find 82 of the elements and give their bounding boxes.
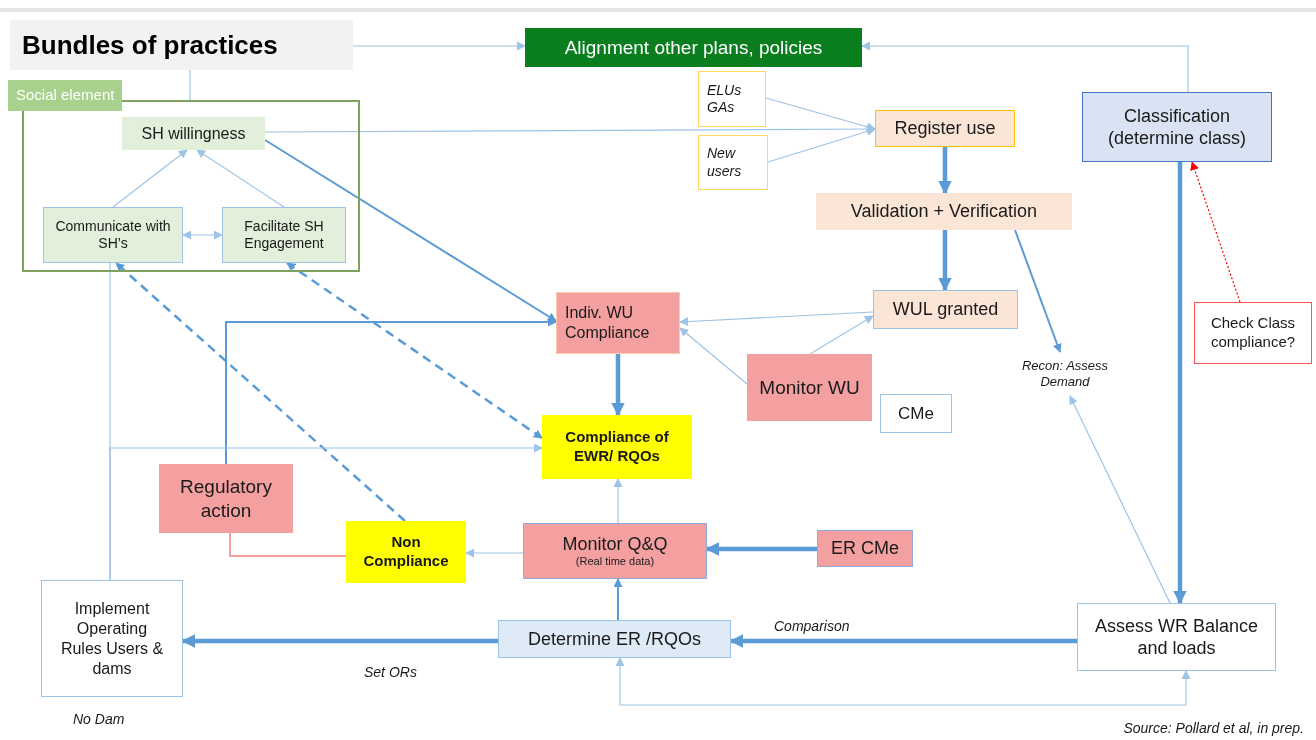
node-label: Classification (determine class)	[1106, 104, 1247, 150]
process-box	[873, 290, 1018, 329]
status-box	[346, 521, 466, 583]
node-label: New users	[707, 145, 743, 180]
process-box	[747, 354, 872, 421]
arrow	[286, 261, 543, 440]
node-label: Non Compliance	[362, 533, 450, 571]
process-box	[41, 580, 183, 697]
node-label: Communicate with SH’s	[54, 217, 172, 253]
node-note: (Real time data)	[575, 555, 655, 570]
source-note: Source: Pollard et al, in prep.	[1123, 719, 1304, 738]
node-label: CMe	[898, 402, 934, 425]
connector-line	[229, 532, 347, 557]
process-box	[525, 28, 862, 67]
process-box	[122, 117, 265, 150]
process-box	[875, 110, 1015, 147]
arrow	[465, 548, 524, 558]
arrow	[225, 317, 557, 465]
arrow	[352, 41, 526, 51]
title-box	[10, 20, 353, 70]
arrow	[109, 443, 543, 581]
process-box	[816, 193, 1072, 230]
process-box	[880, 394, 952, 433]
node-label: Facilitate SH Engagement	[243, 217, 325, 253]
input-box	[698, 135, 768, 190]
process-box	[222, 207, 346, 263]
status-box	[542, 415, 692, 479]
arrow	[115, 262, 406, 522]
arrow	[1014, 229, 1062, 353]
node-label: SH willingness	[141, 123, 246, 144]
arrow	[809, 315, 874, 355]
arrow	[112, 149, 188, 208]
node-label: Recon: Assess Demand	[1020, 357, 1110, 391]
node-label: Monitor WU	[759, 375, 860, 400]
node-label: Regulatory action	[179, 474, 273, 523]
input-box	[698, 71, 766, 127]
decision-box	[1194, 302, 1312, 364]
process-box	[817, 530, 913, 567]
arrow	[861, 41, 1189, 93]
arrow	[264, 139, 557, 322]
node-label: Validation + Verification	[850, 200, 1038, 223]
node-label: Bundles of practices	[22, 28, 278, 62]
arrow	[765, 97, 876, 132]
node-label: Check Class compliance?	[1209, 314, 1297, 352]
group-heading: Social element	[8, 80, 123, 111]
process-box	[1082, 92, 1272, 162]
arrow	[613, 578, 623, 621]
arrow	[1190, 161, 1241, 303]
node-label: ELUs GAs	[707, 81, 743, 117]
process-box	[1077, 603, 1276, 671]
arrow	[181, 634, 498, 648]
node-label: Alignment other plans, policies	[564, 35, 823, 60]
process-box	[523, 523, 707, 579]
arrow	[705, 542, 817, 556]
arrow	[615, 657, 1191, 706]
node-label: Implement Operating Rules Users & dams	[59, 598, 165, 679]
arrow	[182, 230, 223, 240]
node-label: Indiv. WU Compliance	[565, 303, 651, 343]
arrow	[679, 311, 874, 327]
process-box	[159, 464, 293, 533]
arrow	[729, 634, 1077, 648]
node-label: Compliance of EWR/ RQOs	[564, 428, 670, 466]
node-caption: No Dam	[73, 710, 125, 729]
arrow	[196, 149, 285, 208]
node-label: WUL granted	[892, 298, 999, 321]
arrow	[1069, 395, 1171, 604]
arrow	[611, 354, 625, 417]
node-label: Determine ER /RQOs	[527, 627, 701, 651]
node-label: Assess WR Balance and loads	[1093, 614, 1260, 660]
connector-line	[189, 69, 191, 101]
arrow	[1173, 162, 1187, 605]
node-label: Register use	[894, 117, 996, 140]
node-label: Monitor Q&Q	[562, 532, 668, 556]
node-label: ER CMe	[831, 537, 899, 560]
arrow	[938, 230, 952, 292]
arrow	[767, 127, 876, 163]
arrow	[938, 147, 952, 195]
process-box	[498, 620, 731, 658]
process-box	[556, 292, 680, 354]
process-box	[43, 207, 183, 263]
arrow	[679, 327, 748, 385]
arrow	[613, 478, 623, 524]
